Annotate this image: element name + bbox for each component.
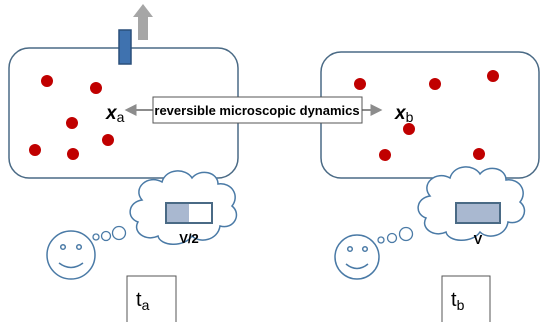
observer-b [334,234,380,280]
dynamics-label: reversible microscopic dynamics [154,103,359,118]
time-box-a: ta [126,275,177,322]
lift-arrow-icon [133,4,153,40]
particles-a [29,75,114,160]
particle [487,70,499,82]
thought-bubbles-a [92,225,127,242]
particle [102,134,114,146]
particle [403,123,415,135]
piston [118,29,132,65]
observer-face-icon [46,230,96,280]
state-b-label: xb [394,103,414,125]
volume-gauge-fill-a [167,204,189,222]
volume-gauge-fill-b [457,204,499,222]
observer-a [46,230,96,280]
particle [67,148,79,160]
particle [41,75,53,87]
dynamics-label-box [152,96,363,124]
time-a-label: ta [136,289,150,313]
thought-bubbles-b [377,226,414,244]
volume-label-a: V/2 [179,231,199,246]
volume-label-b: V [474,232,483,247]
particle [429,78,441,90]
state-a-label: xa [105,103,125,125]
time-box-b: tb [441,275,491,322]
particle [379,149,391,161]
particle [354,78,366,90]
particle [473,148,485,160]
particle [90,82,102,94]
particle [66,117,78,129]
observer-face-icon [334,234,380,280]
particle [29,144,41,156]
time-b-label: tb [451,289,465,313]
particles-b [354,70,499,161]
